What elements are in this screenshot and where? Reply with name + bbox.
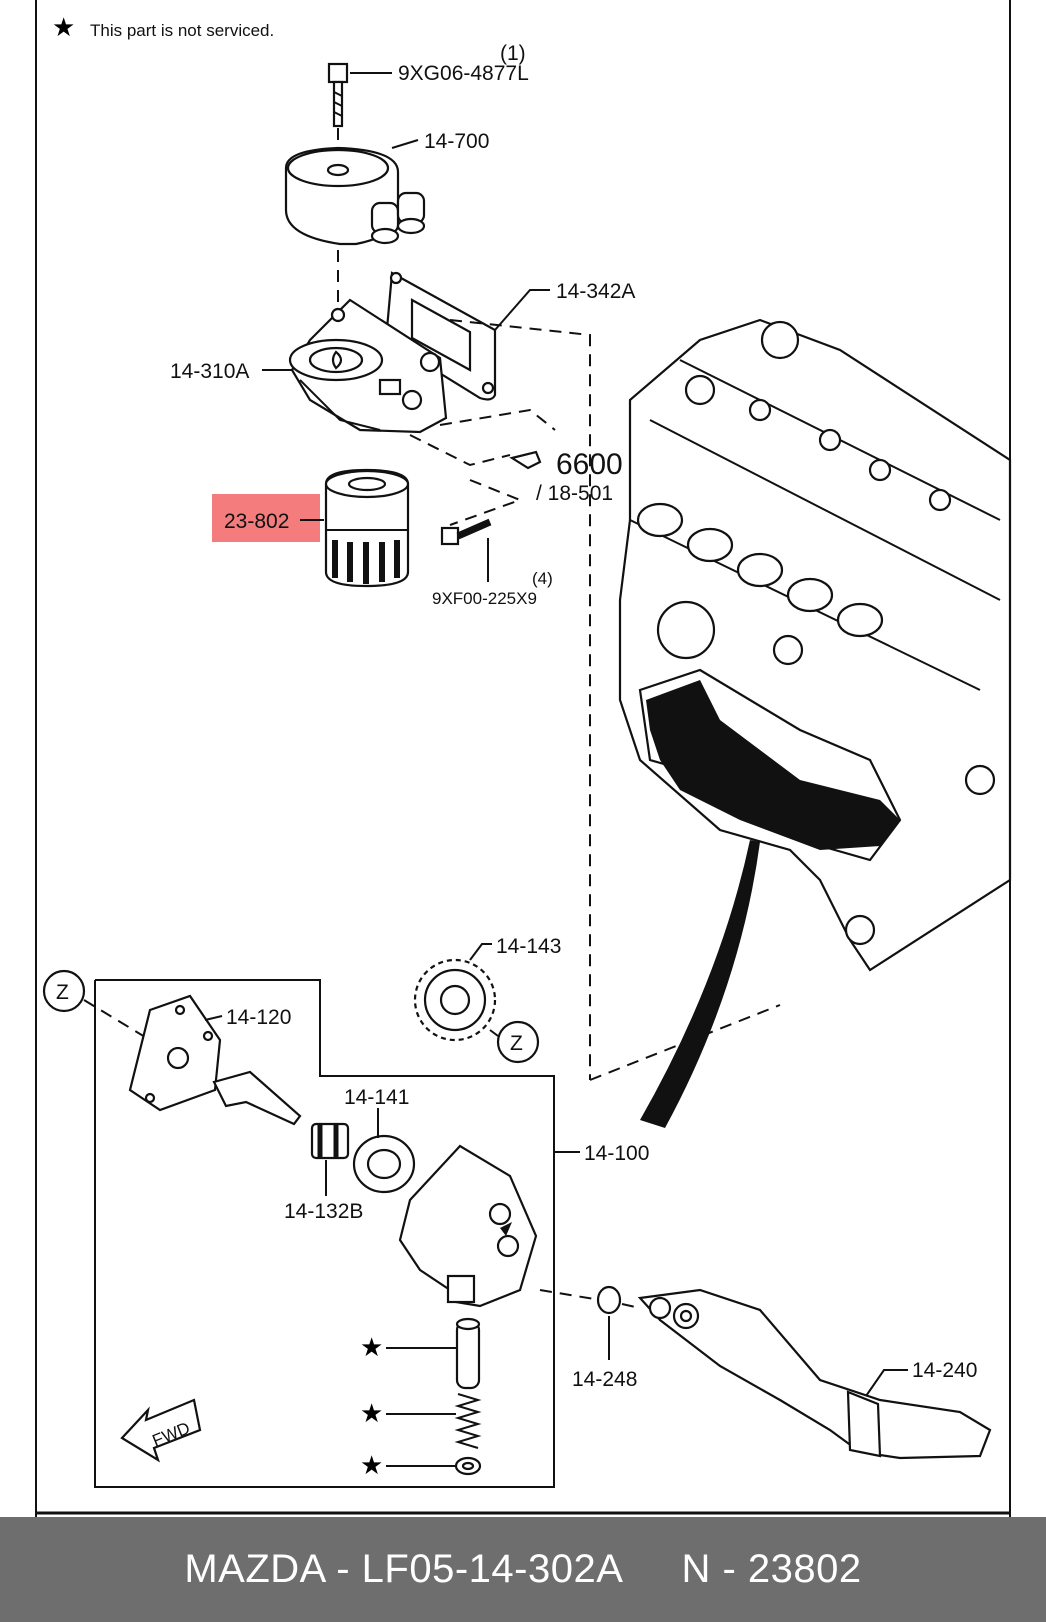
footer-bar: MAZDA - LF05-14-302A N - 23802 <box>0 1517 1046 1622</box>
callout-9xg06: 9XG06-4877L <box>398 62 529 85</box>
callout-14-141: 14-141 <box>344 1086 409 1109</box>
callout-18-501[interactable]: / 18-501 <box>536 482 613 505</box>
callout-14-700: 14-700 <box>424 130 489 153</box>
callout-14-100: 14-100 <box>584 1142 649 1165</box>
inner-rotor-14-132b[interactable] <box>310 1122 350 1160</box>
footer-part-number: MAZDA - LF05-14-302A <box>184 1547 624 1591</box>
oil-filter-23-802[interactable] <box>212 468 410 588</box>
relief-spring[interactable] <box>454 1393 482 1449</box>
hand-pointer-icon <box>509 450 542 470</box>
footer-reference: N - 23802 <box>681 1547 862 1591</box>
callout-9xg06-qty: (1) <box>500 42 526 65</box>
oil-cooler-14-700[interactable] <box>284 146 426 246</box>
relief-seat[interactable] <box>454 1456 482 1476</box>
fwd-arrow-icon: FWD <box>120 1398 202 1463</box>
engine-block <box>618 318 1012 972</box>
z-marker-2 <box>496 1020 540 1064</box>
outer-rotor-14-141[interactable] <box>352 1134 416 1194</box>
callout-14-143: 14-143 <box>496 935 561 958</box>
callout-14-310a: 14-310A <box>170 360 249 383</box>
bolt-9xg06[interactable] <box>327 62 349 128</box>
star-icon-seat: ★ <box>360 1450 383 1480</box>
pump-cover-14-120[interactable] <box>128 994 222 1112</box>
star-icon: ★ <box>52 12 75 42</box>
filter-body-14-310a[interactable] <box>288 298 448 434</box>
pump-assembly-box <box>94 979 555 1488</box>
highlight-box <box>212 494 320 542</box>
note-text: This part is not serviced. <box>90 21 274 40</box>
pump-body[interactable] <box>398 1144 538 1308</box>
footer-spacer <box>623 1547 681 1592</box>
strainer-pointer <box>640 840 760 1128</box>
o-ring-14-248[interactable] <box>596 1285 622 1315</box>
oil-strainer-14-240[interactable] <box>637 1288 992 1460</box>
callout-14-132b: 14-132B <box>284 1200 363 1223</box>
z-marker-2-label: Z <box>510 1032 523 1055</box>
callout-14-248: 14-248 <box>572 1368 637 1391</box>
star-icon-plunger: ★ <box>360 1332 383 1362</box>
strainer-silhouette <box>646 680 900 850</box>
callout-14-342a: 14-342A <box>556 280 635 303</box>
bolt-9xf00[interactable] <box>440 518 492 546</box>
pump-shaft[interactable] <box>212 1070 302 1126</box>
callout-14-120: 14-120 <box>226 1006 291 1029</box>
callout-9xf00: 9XF00-225X9 <box>432 589 537 608</box>
z-marker-1-label: Z <box>56 981 69 1004</box>
drive-gear-14-143[interactable] <box>413 958 497 1042</box>
callout-14-240: 14-240 <box>912 1359 977 1382</box>
callout-23-802: 23-802 <box>224 510 289 533</box>
callout-9xf00-qty: (4) <box>532 569 553 588</box>
callout-6600[interactable]: 6600 <box>556 448 623 481</box>
relief-plunger[interactable] <box>455 1317 481 1390</box>
star-icon-spring: ★ <box>360 1398 383 1428</box>
z-marker-1 <box>42 969 86 1013</box>
gasket-14-342a[interactable] <box>384 271 497 401</box>
